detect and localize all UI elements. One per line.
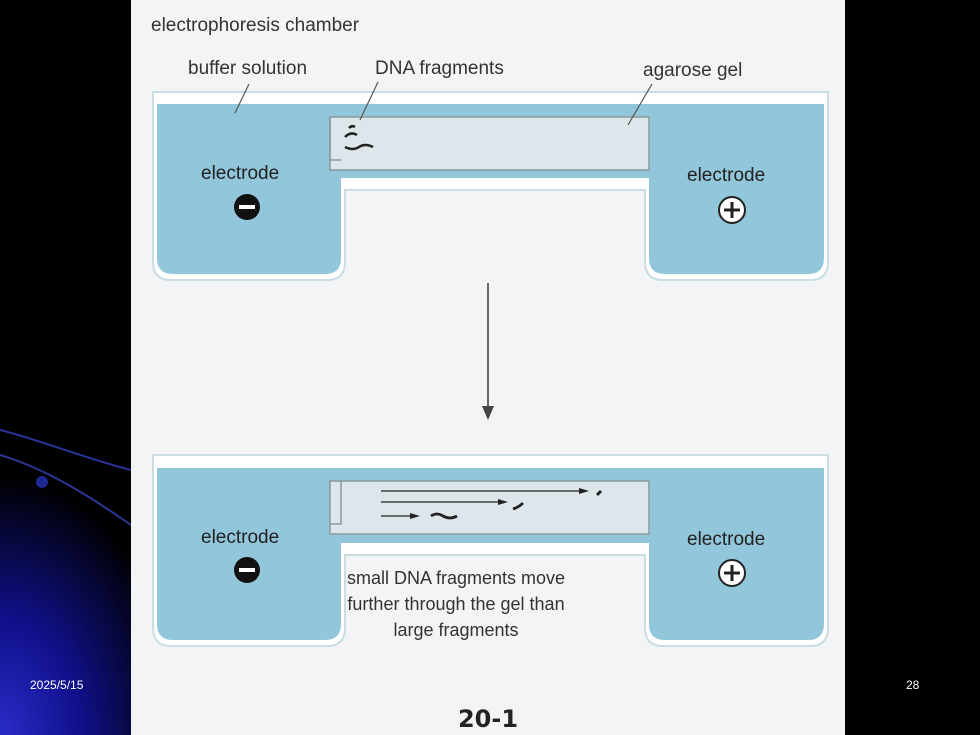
footer-date: 2025/5/15: [30, 678, 84, 692]
dna-fragments-label: DNA fragments: [375, 58, 504, 79]
buffer-solution-label: buffer solution: [188, 58, 308, 79]
dna-fragment: [595, 489, 603, 497]
agarose-gel-top: [329, 116, 650, 171]
electrode-label-right-bottom: electrode: [687, 529, 766, 550]
page-number: 28: [906, 678, 920, 692]
down-arrow-icon: [482, 283, 494, 420]
buffer-solution-bottom: [157, 468, 824, 640]
swoosh-decoration: [0, 429, 131, 526]
plus-electrode-icon: [718, 559, 746, 587]
dna-fragment: [430, 512, 458, 520]
minus-electrode-icon: [234, 557, 260, 583]
dna-fragment: [348, 124, 356, 129]
dna-fragment: [344, 143, 374, 151]
minus-electrode-icon: [234, 194, 260, 220]
diagram-figure: electrophoresis chamber buffer solution …: [131, 0, 845, 735]
plus-electrode-icon: [718, 196, 746, 224]
electrode-label-left-bottom: electrode: [201, 527, 280, 548]
electrode-label-right-top: electrode: [687, 165, 766, 186]
agarose-gel-bottom: [329, 480, 650, 535]
dna-fragment: [512, 501, 524, 511]
bottom-chamber: [152, 454, 829, 647]
figure-number: 20-1: [457, 705, 519, 733]
electrode-label-left-top: electrode: [201, 163, 280, 184]
top-chamber: [152, 81, 829, 281]
agarose-gel-label: agarose gel: [643, 60, 743, 81]
chamber-label: electrophoresis chamber: [151, 15, 360, 36]
dna-fragment: [344, 132, 358, 138]
chamber-drawing: [152, 81, 829, 647]
buffer-solution-top: [157, 104, 824, 274]
caption-text: small DNA fragments move further through…: [346, 568, 566, 640]
